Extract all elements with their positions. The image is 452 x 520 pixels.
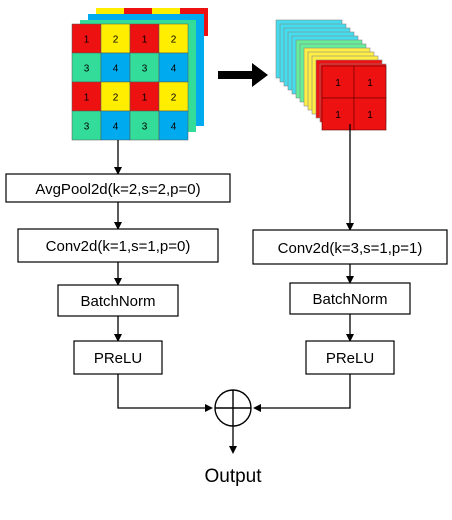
right-grid-cell bbox=[353, 97, 387, 131]
left-grid-cell bbox=[129, 110, 160, 141]
left-grid-cell-label: 2 bbox=[113, 35, 119, 46]
left-grid-cell-label: 3 bbox=[84, 122, 90, 133]
left-grid-cell bbox=[100, 23, 131, 54]
left-grid-cell bbox=[100, 52, 131, 83]
right-connectors bbox=[253, 124, 354, 412]
right-feature-map-stack: 1 1 1 1 bbox=[275, 19, 387, 131]
left-grid-cell-label: 4 bbox=[113, 64, 119, 75]
right-grid-cell-label: 1 bbox=[335, 78, 341, 89]
left-grid-cell bbox=[129, 23, 160, 54]
left-grid-cell-label: 1 bbox=[84, 93, 90, 104]
conv3x3-block: Conv2d(k=3,s=1,p=1) bbox=[252, 229, 448, 265]
right-grid-cell-label: 1 bbox=[335, 110, 341, 121]
left-batchnorm-label: BatchNorm bbox=[80, 293, 155, 310]
left-grid-cell-label: 2 bbox=[171, 93, 177, 104]
transform-arrow bbox=[218, 63, 268, 87]
avgpool-block: AvgPool2d(k=2,s=2,p=0) bbox=[5, 173, 231, 203]
left-grid-cell bbox=[100, 110, 131, 141]
right-prelu-block: PReLU bbox=[305, 340, 395, 375]
left-grid-cell bbox=[158, 81, 189, 112]
left-grid-cell-label: 4 bbox=[171, 64, 177, 75]
left-grid-cell-label: 1 bbox=[142, 93, 148, 104]
left-grid-cell-label: 3 bbox=[142, 64, 148, 75]
right-front-grid: 1 1 1 1 bbox=[321, 65, 387, 131]
left-grid-cell bbox=[158, 110, 189, 141]
left-batchnorm-block: BatchNorm bbox=[57, 284, 179, 317]
right-batchnorm-label: BatchNorm bbox=[312, 291, 387, 308]
right-batchnorm-block: BatchNorm bbox=[289, 282, 411, 315]
conv1x1-block: Conv2d(k=1,s=1,p=0) bbox=[17, 228, 219, 263]
left-feature-map-stack: 1 2 1 2 3 4 3 4 1 2 1 2 3 4 3 4 bbox=[71, 8, 208, 141]
left-grid-cell bbox=[158, 52, 189, 83]
left-grid-cell-label: 4 bbox=[171, 122, 177, 133]
left-front-grid: 1 2 1 2 3 4 3 4 1 2 1 2 3 4 3 4 bbox=[71, 23, 189, 141]
right-grid-cell-label: 1 bbox=[367, 78, 373, 89]
left-grid-cell bbox=[158, 23, 189, 54]
left-grid-cell bbox=[71, 110, 102, 141]
left-grid-cell-label: 4 bbox=[113, 122, 119, 133]
left-connectors bbox=[114, 140, 213, 412]
conv1x1-label: Conv2d(k=1,s=1,p=0) bbox=[46, 238, 191, 255]
left-prelu-label: PReLU bbox=[94, 350, 142, 367]
left-grid-cell-label: 2 bbox=[171, 35, 177, 46]
left-grid-cell-label: 1 bbox=[84, 35, 90, 46]
left-grid-cell-label: 3 bbox=[84, 64, 90, 75]
left-grid-cell-label: 1 bbox=[142, 35, 148, 46]
left-grid-cell-label: 3 bbox=[142, 122, 148, 133]
conv3x3-label: Conv2d(k=3,s=1,p=1) bbox=[278, 240, 423, 257]
right-prelu-label: PReLU bbox=[326, 350, 374, 367]
elementwise-sum-icon bbox=[214, 389, 252, 427]
right-grid-cell-label: 1 bbox=[367, 110, 373, 121]
left-grid-cell bbox=[100, 81, 131, 112]
left-prelu-block: PReLU bbox=[73, 340, 163, 375]
left-grid-cell-label: 2 bbox=[113, 93, 119, 104]
avgpool-label: AvgPool2d(k=2,s=2,p=0) bbox=[35, 181, 200, 198]
output-label: Output bbox=[204, 466, 262, 487]
right-grid-cell bbox=[321, 97, 355, 131]
